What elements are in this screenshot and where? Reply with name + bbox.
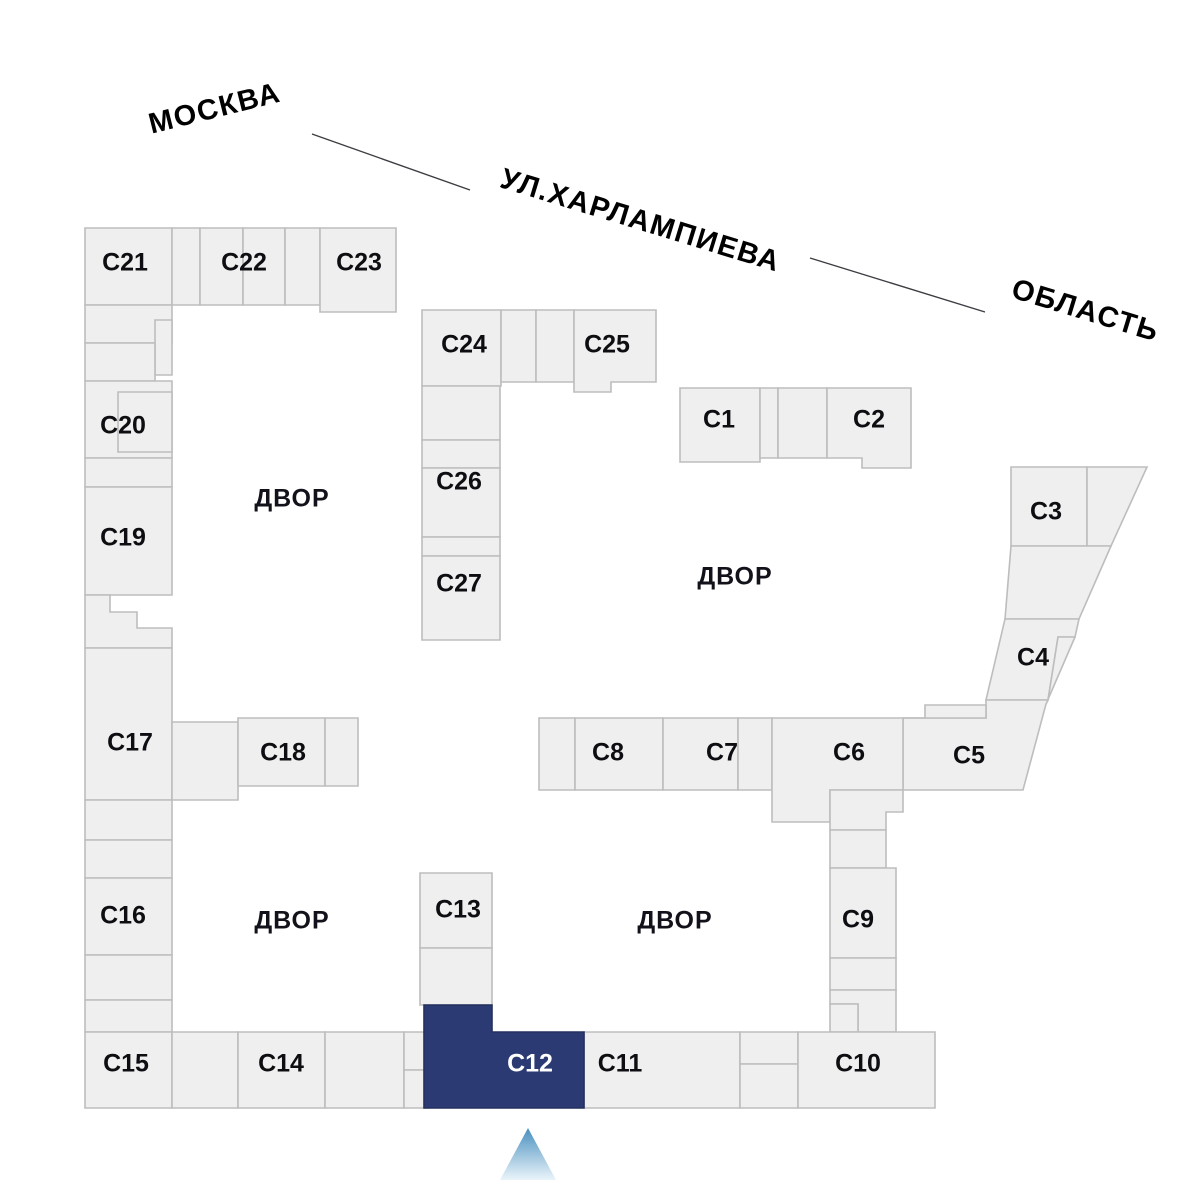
block-label-c27: C27 <box>436 570 482 598</box>
building-block-segment[interactable] <box>1086 466 1149 547</box>
courtyard-label-yard-sw: ДВОР <box>254 907 329 935</box>
block-label-c2: C2 <box>853 406 885 434</box>
building-block-segment[interactable] <box>84 799 173 841</box>
direction-label-moscow: МОСКВА <box>145 77 284 141</box>
block-label-c10: C10 <box>835 1050 881 1078</box>
block-label-c24: C24 <box>441 331 487 359</box>
block-label-c12: C12 <box>507 1050 553 1078</box>
building-block-segment[interactable] <box>421 385 501 441</box>
building-block-segment[interactable] <box>538 717 576 791</box>
building-block-c2[interactable] <box>826 387 912 469</box>
block-label-c4: C4 <box>1017 644 1049 672</box>
building-block-segment[interactable] <box>739 1031 799 1065</box>
building-block-c27[interactable] <box>421 555 501 641</box>
building-block-segment[interactable] <box>759 387 779 459</box>
building-block-segment[interactable] <box>421 536 501 557</box>
building-block-c25[interactable] <box>573 309 657 393</box>
courtyard-labels-layer: ДВОР ДВОР ДВОР ДВОР <box>254 485 772 935</box>
building-block-c10[interactable] <box>797 1031 936 1109</box>
building-block-segment[interactable] <box>284 227 321 306</box>
building-block-segment[interactable] <box>84 594 173 649</box>
block-label-c26: C26 <box>436 468 482 496</box>
building-block-segment[interactable] <box>739 1063 799 1109</box>
building-block-c19[interactable] <box>84 486 173 596</box>
courtyard-label-yard-ne: ДВОР <box>697 563 772 591</box>
entry-direction-marker <box>500 1128 556 1180</box>
block-label-c21: C21 <box>102 249 148 277</box>
block-label-c18: C18 <box>260 739 306 767</box>
building-block-c17[interactable] <box>84 647 173 801</box>
direction-label-oblast: ОБЛАСТЬ <box>1008 273 1163 348</box>
block-label-c14: C14 <box>258 1050 304 1078</box>
building-block-segment[interactable] <box>829 1003 859 1033</box>
building-block-segment[interactable] <box>1004 545 1113 620</box>
building-block-segment[interactable] <box>117 391 173 453</box>
block-label-c1: C1 <box>703 406 735 434</box>
block-label-c16: C16 <box>100 902 146 930</box>
building-block-segment[interactable] <box>737 717 773 791</box>
block-label-c7: C7 <box>706 739 738 767</box>
building-block-segment[interactable] <box>324 717 359 787</box>
building-block-c12[interactable] <box>423 1004 585 1109</box>
block-label-c19: C19 <box>100 524 146 552</box>
block-label-c11: C11 <box>598 1050 643 1078</box>
block-label-c9: C9 <box>842 906 874 934</box>
block-label-c17: C17 <box>107 729 153 757</box>
building-block-segment[interactable] <box>419 947 493 1006</box>
courtyard-label-yard-se: ДВОР <box>637 907 712 935</box>
building-block-segment[interactable] <box>84 839 173 879</box>
building-blocks-layer <box>84 227 1149 1109</box>
block-label-c20: C20 <box>100 412 146 440</box>
street-leader-line-left <box>311 133 471 191</box>
street-leader-line-right <box>809 257 986 313</box>
building-block-segment[interactable] <box>84 457 173 488</box>
building-block-segment[interactable] <box>171 1031 239 1109</box>
building-block-segment[interactable] <box>84 999 173 1033</box>
block-label-c8: C8 <box>592 739 624 767</box>
building-block-segment[interactable] <box>324 1031 405 1109</box>
block-label-c13: C13 <box>435 896 481 924</box>
building-block-c1[interactable] <box>679 387 761 463</box>
courtyard-label-yard-nw: ДВОР <box>254 485 329 513</box>
block-label-c5: C5 <box>953 742 985 770</box>
building-block-c24[interactable] <box>421 309 502 387</box>
building-block-segment[interactable] <box>829 957 897 991</box>
street-name-label: УЛ.ХАРЛАМПИЕВА <box>497 163 785 279</box>
block-label-c15: C15 <box>103 1050 149 1078</box>
building-block-segment[interactable] <box>421 439 501 469</box>
building-block-segment[interactable] <box>171 227 201 306</box>
street-annotation-layer: УЛ.ХАРЛАМПИЕВА МОСКВА ОБЛАСТЬ <box>145 77 1163 348</box>
block-label-c25: C25 <box>584 331 630 359</box>
building-block-segment[interactable] <box>829 829 887 869</box>
building-block-segment[interactable] <box>84 342 156 382</box>
building-block-segment[interactable] <box>500 309 537 383</box>
block-label-c22: C22 <box>221 249 267 277</box>
building-block-segment[interactable] <box>154 319 173 376</box>
block-label-c23: C23 <box>336 249 382 277</box>
building-block-segment[interactable] <box>829 789 904 831</box>
block-label-c6: C6 <box>833 739 865 767</box>
building-block-segment[interactable] <box>84 954 173 1001</box>
building-block-segment[interactable] <box>777 387 828 459</box>
building-block-segment[interactable] <box>903 704 987 719</box>
building-block-segment[interactable] <box>535 309 575 383</box>
building-block-c23[interactable] <box>319 227 397 313</box>
block-label-c3: C3 <box>1030 498 1062 526</box>
building-block-segment[interactable] <box>171 721 239 801</box>
